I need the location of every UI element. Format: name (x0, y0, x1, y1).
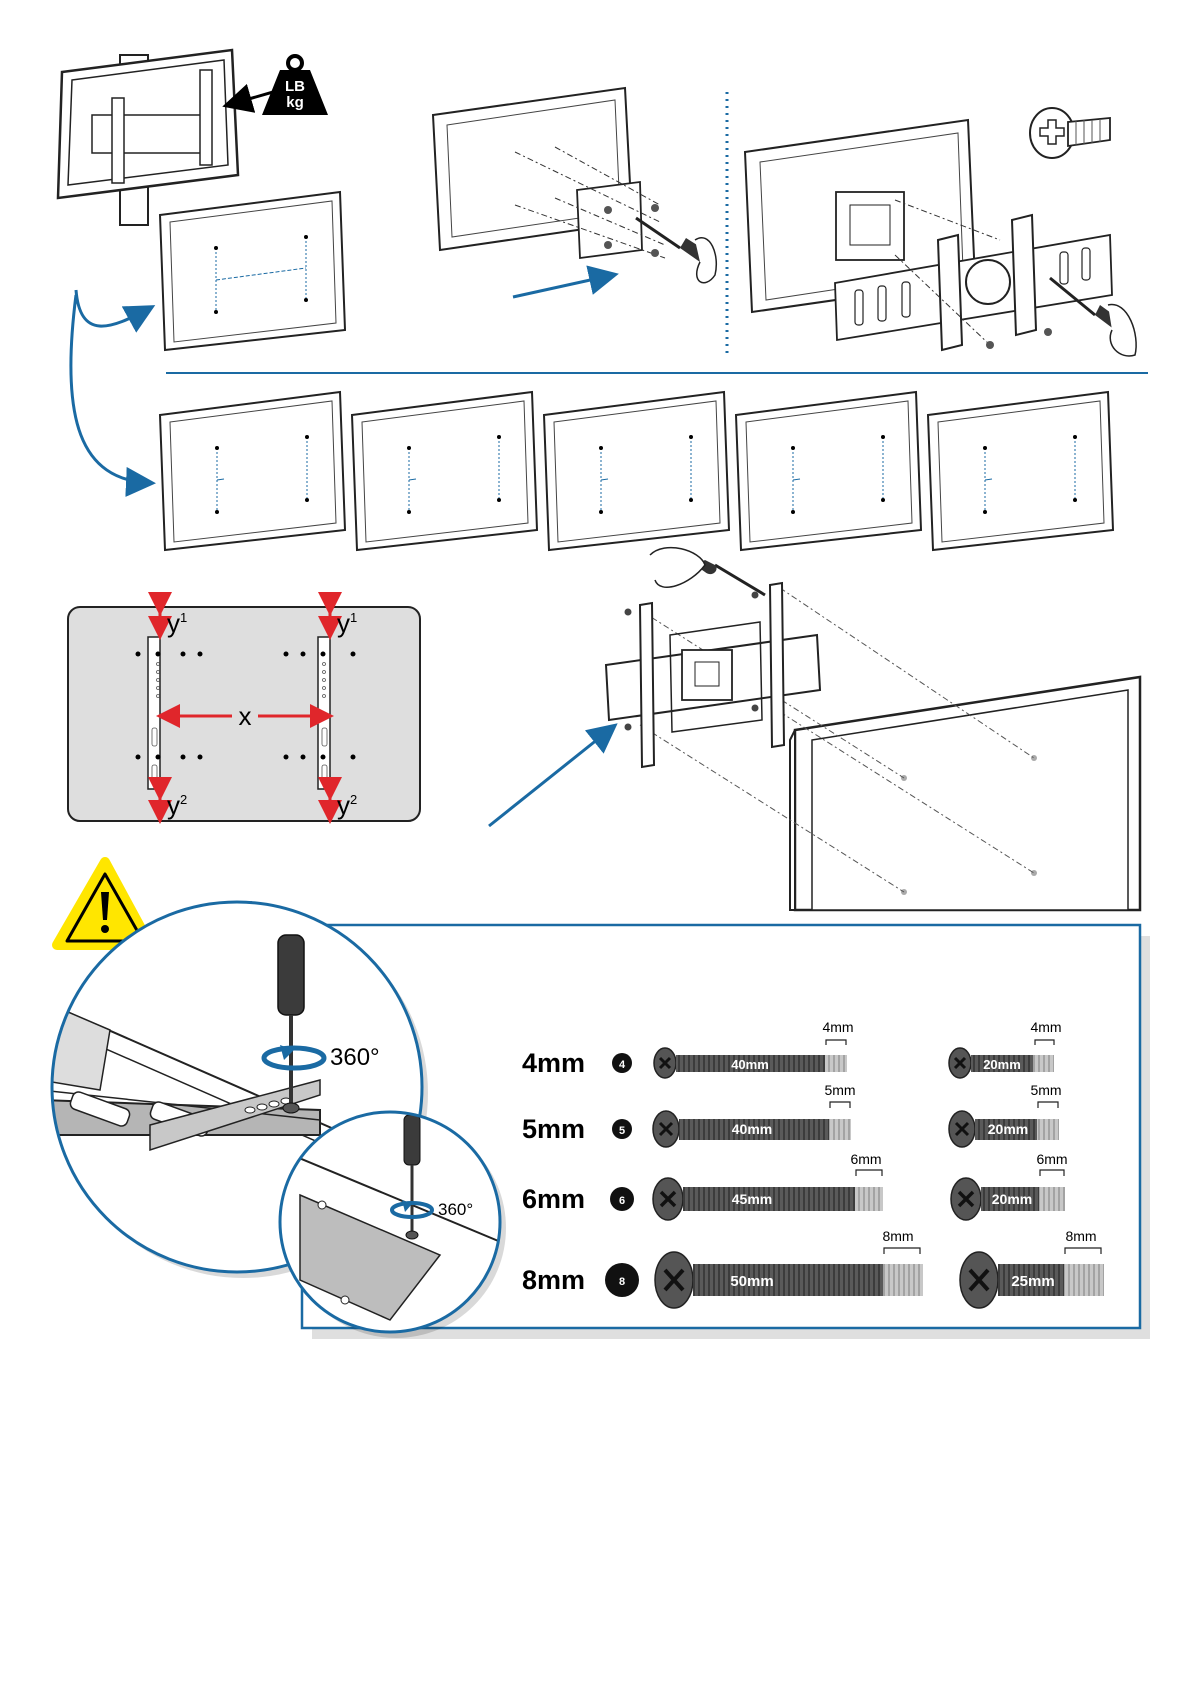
monitor-back-hole-pattern (160, 192, 345, 350)
screw-size-label: 8mm (522, 1265, 585, 1295)
screw-size-label: 6mm (522, 1184, 585, 1214)
thread-dim-long: 8mm (882, 1228, 913, 1244)
weight-label-lb: LB (285, 78, 305, 95)
wall-bracket-to-monitor-illustration (606, 548, 1140, 910)
screw-size-badge: 6 (619, 1195, 625, 1207)
thread-dim-short: 4mm (1030, 1019, 1061, 1035)
monitor-back-4 (736, 392, 921, 550)
thread-dim-long: 6mm (850, 1151, 881, 1167)
screw-size-badge: 4 (619, 1059, 626, 1071)
monitor-back-5 (928, 392, 1113, 550)
screw-length-long: 45mm (732, 1191, 772, 1207)
dimension-x: x (239, 701, 252, 731)
thread-dim-short: 5mm (1030, 1082, 1061, 1098)
weight-icon: LB kg (262, 56, 328, 115)
screw-size-badge: 8 (619, 1276, 625, 1288)
monitor-back-3 (544, 392, 729, 550)
monitor-on-pole-illustration (58, 50, 280, 225)
screw-length-long: 40mm (731, 1057, 769, 1072)
weight-label-kg: kg (286, 94, 304, 111)
vesa-adapter-assembly (433, 88, 716, 283)
hole-pattern-dimension-panel: y1 y1 y2 y2 x (68, 607, 420, 821)
screw-length-short: 25mm (1011, 1273, 1054, 1290)
thread-dim-short: 6mm (1036, 1151, 1067, 1167)
screw-size-label: 5mm (522, 1114, 585, 1144)
thread-dim-short: 8mm (1065, 1228, 1096, 1244)
screw-length-short: 20mm (988, 1121, 1028, 1137)
bracket-mount-assembly (745, 120, 1136, 356)
thread-dim-long: 5mm (824, 1082, 855, 1098)
rotation-label-small: 360° (438, 1200, 473, 1219)
thread-dim-long: 4mm (822, 1019, 853, 1035)
monitor-back-row (160, 392, 1113, 550)
screw-size-badge: 5 (619, 1125, 625, 1137)
screw-icon (1030, 108, 1110, 158)
screw-length-long: 40mm (732, 1121, 772, 1137)
screw-length-short: 20mm (983, 1057, 1021, 1072)
screw-length-long: 50mm (730, 1273, 773, 1290)
screw-length-short: 20mm (992, 1191, 1032, 1207)
rotation-label-large: 360° (330, 1044, 380, 1071)
screw-size-label: 4mm (522, 1048, 585, 1078)
monitor-back-1 (160, 392, 345, 550)
monitor-back-2 (352, 392, 537, 550)
